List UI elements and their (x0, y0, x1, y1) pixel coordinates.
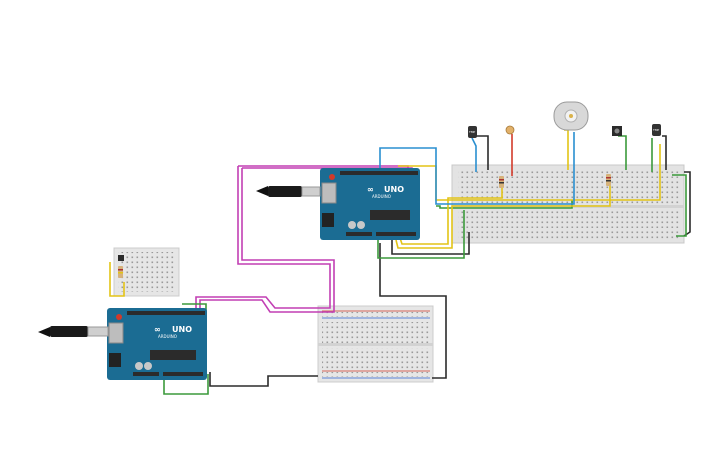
wire-black-4 (683, 171, 691, 237)
photoresistor[interactable] (505, 125, 515, 135)
wire-yellow-4 (109, 262, 125, 297)
wire-black-1 (379, 243, 447, 379)
wire-green-1 (377, 210, 465, 259)
wire-green-3 (672, 174, 687, 237)
temperature-sensor-1[interactable]: TMP (468, 126, 477, 138)
wire-magenta-1 (195, 166, 331, 312)
wire-black-3 (391, 232, 470, 255)
breadboard-large[interactable] (451, 164, 685, 244)
board-1-sub-label: ARDUINO (372, 194, 391, 199)
wire-yellow-3 (399, 176, 503, 245)
pushbutton-mini[interactable] (118, 255, 124, 261)
usb-cable-2 (38, 326, 109, 337)
wire-black-6 (662, 135, 667, 170)
breadboard-mini[interactable] (113, 247, 180, 297)
breadboard-small[interactable] (317, 305, 434, 383)
pushbutton[interactable] (612, 126, 622, 136)
wire-black-5 (476, 135, 489, 170)
board-2-infinity-icon: ∞ (154, 325, 161, 334)
dc-motor[interactable] (553, 101, 589, 131)
arduino-board-1[interactable]: UNO ARDUINO ∞ (320, 168, 420, 240)
resistor-3[interactable] (118, 266, 123, 278)
board-2-sub-label: ARDUINO (158, 334, 177, 339)
wire-magenta-2 (199, 168, 335, 313)
svg-text:TMP: TMP (468, 130, 475, 134)
wire-yellow-2 (395, 176, 611, 249)
wire-yellow-5 (564, 129, 569, 170)
svg-text:TMP: TMP (652, 128, 659, 132)
temperature-sensor-2[interactable]: TMP (652, 124, 661, 136)
board-1-infinity-icon: ∞ (367, 185, 374, 194)
usb-cable (256, 186, 321, 197)
resistor-1[interactable] (499, 176, 504, 188)
arduino-board-2[interactable]: UNO ARDUINO ∞ (107, 308, 207, 380)
wire-blue-2 (471, 137, 477, 172)
wire-blue-1 (379, 132, 575, 205)
wire-black-2 (209, 372, 318, 387)
board-2-uno-label: UNO (172, 325, 192, 334)
resistor-2[interactable] (606, 174, 611, 186)
board-1-uno-label: UNO (384, 185, 404, 194)
